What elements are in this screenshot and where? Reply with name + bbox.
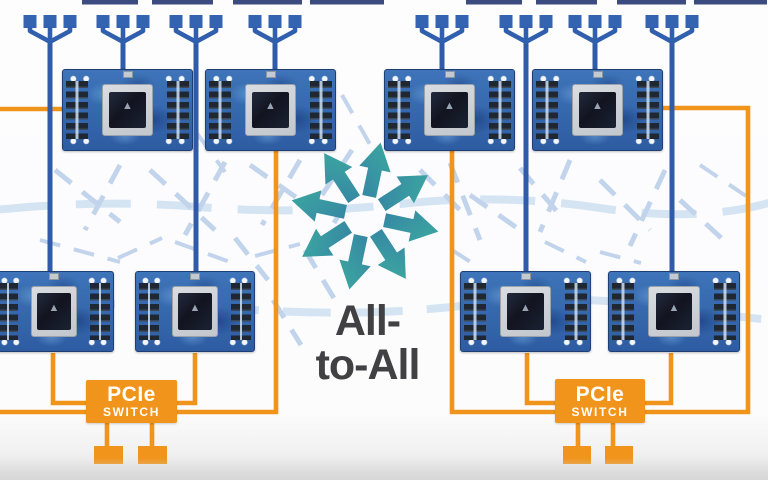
gpu-module-8 [608, 271, 740, 352]
gpu-module-7 [460, 271, 591, 352]
link-gpu7-switch2 [524, 353, 557, 406]
network-fanout-6 [500, 15, 553, 44]
network-fanout-1 [24, 15, 77, 44]
network-fanout-8 [646, 15, 699, 44]
network-fanout-5 [416, 15, 469, 44]
gpu-chip [101, 84, 153, 136]
network-fanout-3 [170, 15, 223, 44]
switch2-downlinks [575, 423, 616, 446]
board-connector [49, 273, 59, 280]
pcie-switch-label: PCIe [575, 382, 625, 406]
network-fanout-2 [97, 15, 150, 44]
switch1-downlinks [104, 423, 155, 446]
gpu-module-3 [384, 69, 515, 151]
title-line-2: to-All [315, 341, 421, 389]
gpu-module-2 [205, 69, 336, 151]
board-connector [669, 273, 679, 280]
all-to-all-label: All- to-All [250, 299, 485, 387]
network-fanout-4 [249, 15, 302, 44]
gpu-chip [571, 84, 623, 136]
board-connector [592, 71, 603, 78]
top-edge-ghost-bars [82, 0, 767, 5]
gpu-chip [499, 286, 551, 337]
pcie-switch-left: PCIe SWITCH [86, 380, 177, 423]
pcie-switch-sublabel: SWITCH [103, 405, 160, 419]
gpu-module-1 [62, 69, 193, 151]
board-connector [190, 273, 200, 280]
pcie-switch-right: PCIe SWITCH [555, 379, 645, 423]
gpu-chip [30, 286, 78, 337]
bottom-vignette [0, 458, 768, 480]
gpu-module-4 [532, 69, 663, 151]
gpu-chip [423, 84, 475, 136]
link-gpu8-switch2 [645, 353, 674, 406]
gpu-chip [648, 286, 700, 337]
network-fanout-7 [569, 15, 622, 44]
pcie-orange-links [0, 105, 751, 464]
link-gpu5-switch1 [50, 353, 88, 406]
board-connector [122, 71, 133, 78]
gpu-module-6 [135, 271, 255, 352]
board-connector [265, 71, 276, 78]
gpu-chip [171, 286, 219, 337]
board-connector [520, 273, 531, 280]
link-gpu3-switch2 [449, 151, 557, 415]
pcie-switch-sublabel: SWITCH [571, 404, 629, 419]
gpu-chip [244, 84, 296, 136]
link-gpu2-switch1 [177, 151, 279, 415]
link-gpu6-switch1 [177, 353, 198, 406]
all-to-all-arrows-icon [291, 142, 439, 290]
link-gpu4-switch2 [645, 105, 751, 415]
pcie-switch-label: PCIe [107, 383, 156, 406]
title-line-1: All- [334, 297, 401, 345]
board-connector [444, 71, 455, 78]
gpu-module-5 [0, 271, 114, 352]
